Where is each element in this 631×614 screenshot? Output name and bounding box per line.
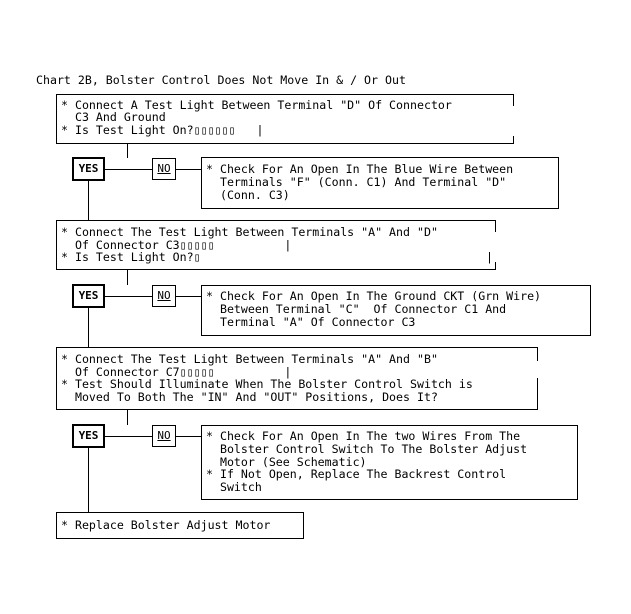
no-action-box-step-1 — [201, 157, 559, 209]
yes-label-step-2: YES — [72, 284, 105, 308]
test-text-step-1-line-2: C3 And Ground — [61, 110, 166, 124]
no-action-step-1-line-1: * Check For An Open In The Blue Wire Bet… — [206, 162, 514, 176]
no-action-step-1-line-3: (Conn. C3) — [206, 188, 290, 202]
no-text-step-2: NO — [157, 289, 171, 302]
no-action-step-3-line-4: * If Not Open, Replace The Backrest Cont… — [206, 467, 507, 481]
no-action-step-3-line-5: Switch — [206, 480, 262, 494]
test-text-step-1-line-3: * Is Test Light On?▯▯▯▯▯▯ | — [61, 123, 264, 137]
box-right-edge — [537, 378, 538, 410]
no-action-box-step-3 — [201, 425, 578, 500]
box-right-edge — [513, 94, 514, 106]
test-box-step-3 — [56, 347, 538, 410]
box-right-edge — [495, 220, 496, 232]
box-right-edge — [513, 136, 514, 144]
yes-label-step-1: YES — [72, 157, 105, 181]
no-label-step-1: NO — [152, 158, 176, 180]
cursor-mark: | — [486, 250, 493, 264]
connector-line — [127, 270, 128, 285]
test-text-step-2-line-1: * Connect The Test Light Between Termina… — [61, 225, 438, 239]
no-action-box-step-2 — [201, 285, 591, 336]
connector-line — [175, 296, 201, 297]
test-text-step-1-line-1: * Connect A Test Light Between Terminal … — [61, 98, 452, 112]
test-text-step-2-line-2: Of Connector C3▯▯▯▯▯ | — [61, 238, 292, 252]
no-action-step-2-line-3: Terminal "A" Of Connector C3 — [206, 315, 416, 329]
chart-title: Chart 2B, Bolster Control Does Not Move … — [36, 73, 406, 87]
connector-line — [88, 180, 89, 220]
connector-line — [104, 296, 152, 297]
test-text-step-3-line-4: Moved To Both The "IN" And "OUT" Positio… — [61, 390, 438, 404]
yes-label-step-3: YES — [72, 424, 105, 448]
no-label-step-2: NO — [152, 285, 176, 307]
connector-line — [127, 410, 128, 425]
connector-line — [175, 436, 201, 437]
final-action-box — [56, 512, 304, 539]
connector-line — [127, 144, 128, 158]
test-box-step-1 — [56, 94, 514, 144]
no-action-step-2-line-2: Between Terminal "C" Of Connector C1 And — [206, 302, 507, 316]
no-action-step-2-line-1: * Check For An Open In The Ground CKT (G… — [206, 289, 542, 303]
connector-line — [88, 307, 89, 348]
no-text-step-3: NO — [157, 429, 171, 442]
test-text-step-3-line-2: Of Connector C7▯▯▯▯▯ | — [61, 365, 292, 379]
connector-line — [175, 169, 201, 170]
box-right-edge — [495, 262, 496, 270]
test-box-step-2 — [56, 220, 496, 270]
no-action-step-3-line-3: Motor (See Schematic) — [206, 455, 367, 469]
box-right-edge — [537, 347, 538, 361]
connector-line — [104, 436, 152, 437]
test-text-step-3-line-3: * Test Should Illuminate When The Bolste… — [61, 377, 473, 391]
no-action-step-3-line-1: * Check For An Open In The two Wires Fro… — [206, 429, 521, 443]
no-action-step-1-line-2: Terminals "F" (Conn. C1) And Terminal "D… — [206, 175, 507, 189]
final-action-text: * Replace Bolster Adjust Motor — [61, 518, 271, 532]
no-action-step-3-line-2: Bolster Control Switch To The Bolster Ad… — [206, 442, 528, 456]
connector-line — [88, 447, 89, 513]
test-text-step-2-line-3: * Is Test Light On?▯ — [61, 250, 201, 264]
test-text-step-3-line-1: * Connect The Test Light Between Termina… — [61, 352, 438, 366]
no-text-step-1: NO — [157, 162, 171, 175]
no-label-step-3: NO — [152, 425, 176, 447]
connector-line — [104, 169, 152, 170]
